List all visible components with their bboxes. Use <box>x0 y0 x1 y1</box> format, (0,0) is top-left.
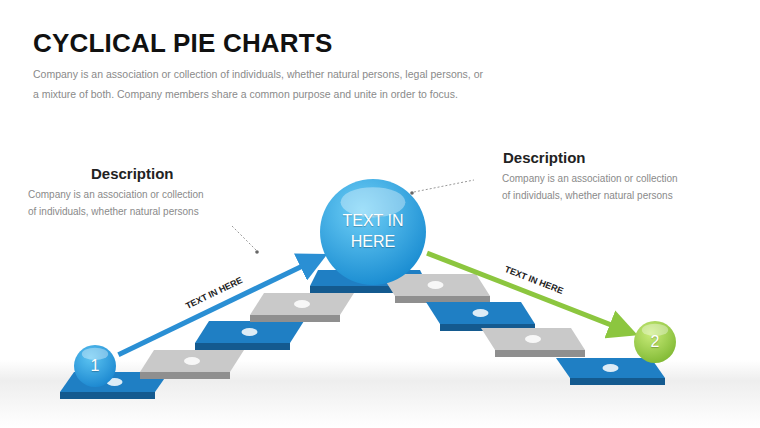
puzzle-piece <box>250 293 354 322</box>
piece-side <box>395 296 490 303</box>
description-text: Company is an association or collection … <box>502 170 687 204</box>
piece-side <box>250 315 340 322</box>
piece-top <box>250 293 354 315</box>
caption: Company is an association or collection … <box>33 64 483 104</box>
arrow-label: TEXT IN HERE <box>183 275 243 311</box>
piece-side <box>60 392 155 399</box>
description-text: Company is an association or collection … <box>28 186 213 220</box>
piece-knob <box>525 335 541 343</box>
piece-knob <box>242 328 258 336</box>
piece-side <box>495 350 585 357</box>
leader-line <box>414 180 474 192</box>
node-text-wrap: 1 <box>73 344 117 388</box>
node-text: 1 <box>91 356 100 377</box>
puzzle-piece <box>481 328 585 357</box>
piece-knob <box>294 300 310 308</box>
puzzle-piece <box>195 321 304 350</box>
node-text: 2 <box>651 332 660 353</box>
piece-knob <box>184 357 200 365</box>
puzzle-piece <box>426 302 535 331</box>
piece-side <box>570 378 665 385</box>
sphere-node: 2 <box>633 320 677 364</box>
sphere-fill <box>74 345 116 387</box>
node-text-wrap: 2 <box>633 320 677 364</box>
node-text: TEXT IN HERE <box>333 211 414 253</box>
piece-top <box>481 328 585 350</box>
title: CYCLICAL PIE CHARTS <box>33 28 332 59</box>
sphere-fill <box>320 179 426 285</box>
node-text-wrap: TEXT IN HERE <box>319 178 427 286</box>
flow-arrow <box>118 257 320 355</box>
piece-knob <box>428 281 444 289</box>
sphere-fill <box>634 321 676 363</box>
description-heading: Description <box>503 149 586 166</box>
piece-top <box>426 302 535 324</box>
leader-line <box>232 226 256 250</box>
piece-knob <box>473 309 489 317</box>
puzzle-piece <box>556 358 665 385</box>
sphere-node: TEXT IN HERE <box>319 178 427 286</box>
sphere-node: 1 <box>73 344 117 388</box>
piece-side <box>140 372 230 379</box>
flow-arrow <box>427 253 631 332</box>
sphere-shape <box>319 178 427 286</box>
leader-dot <box>255 250 259 254</box>
puzzle-piece <box>140 350 244 379</box>
arrow-label: TEXT IN HERE <box>503 264 564 296</box>
piece-side <box>195 343 290 350</box>
piece-top <box>195 321 304 343</box>
piece-top <box>140 350 244 372</box>
leader-dot <box>410 191 414 195</box>
description-heading: Description <box>91 165 174 182</box>
piece-knob <box>603 364 619 372</box>
